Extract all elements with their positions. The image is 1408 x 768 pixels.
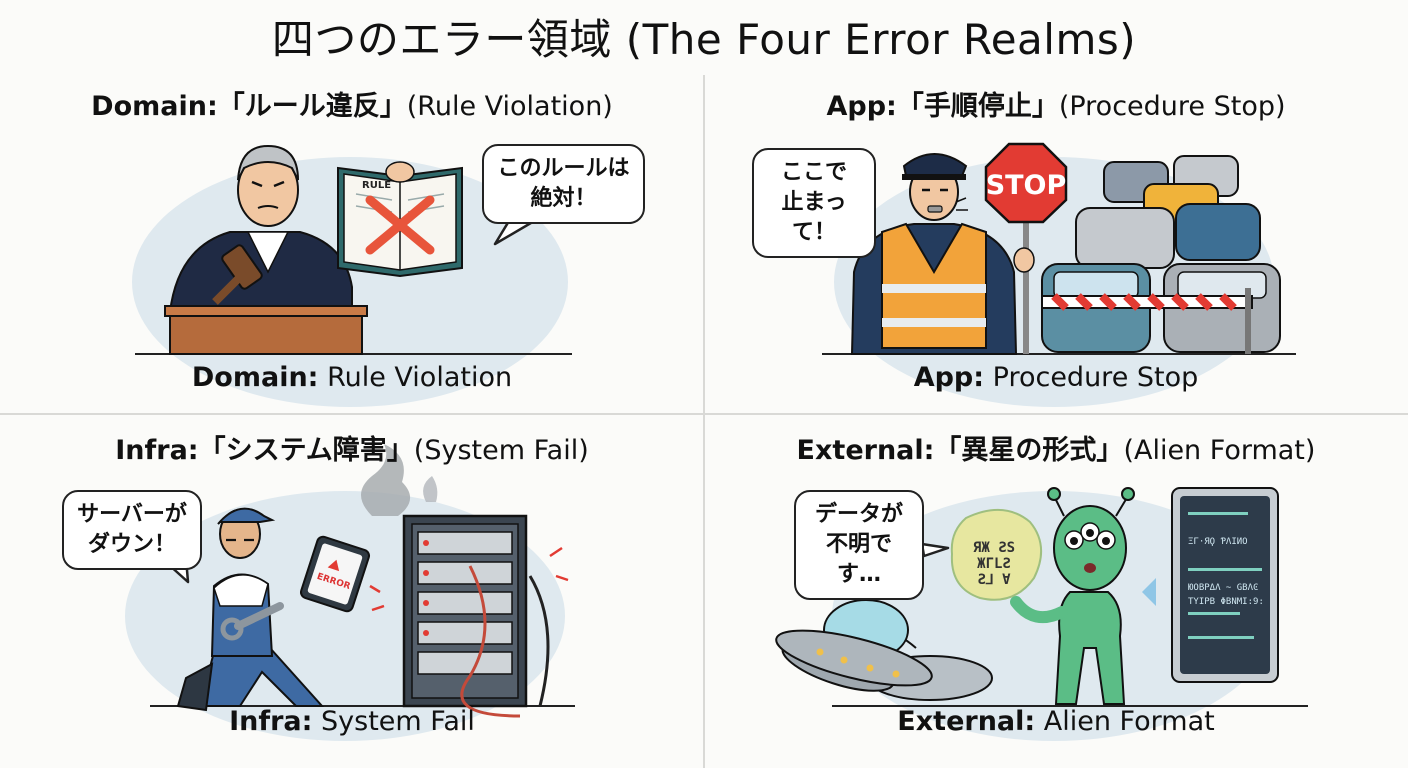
vertical-divider — [703, 75, 705, 768]
panel-heading: Infra:「システム障害」(System Fail) — [115, 435, 589, 466]
speech-bubble: このルールは 絶対！ — [482, 144, 645, 224]
speech-bubble: データが 不明です… — [794, 490, 924, 600]
panel-caption: External: Alien Format — [897, 706, 1215, 737]
panel-app: STOP App:「手順停止」(Procedure Stop) ここで 止まって… — [704, 72, 1408, 417]
glyph-line-3: Ƨ⅃ Ɐ — [977, 572, 1011, 588]
panel-caption: Infra: System Fail — [229, 706, 475, 737]
speech-bubble: ここで 止まって！ — [752, 148, 876, 258]
alien-illustration: ЯЖ ƧЅ ЖΓLƧ Ƨ⅃ Ɐ ΞΓ·ЯϘ ƤΛΙИΟ ЮΟΒΡΔΛ ~ GΒΛ… — [775, 487, 1308, 741]
screen-line-1: ΞΓ·ЯϘ ƤΛΙИΟ — [1188, 537, 1248, 547]
speech-bubble: サーバーが ダウン！ — [62, 490, 202, 570]
traffic-officer-illustration: STOP — [822, 142, 1296, 407]
screen-line-2: ЮΟΒΡΔΛ ~ GΒΛϾ — [1188, 583, 1258, 593]
panel-domain: RULE Domain:「ルール違反」(Rule Violation) このルー… — [0, 72, 704, 417]
panel-heading: External:「異星の形式」(Alien Format) — [796, 435, 1316, 466]
judge-illustration: RULE — [132, 144, 572, 407]
panel-heading: Domain:「ルール違反」(Rule Violation) — [91, 91, 613, 122]
panel-infra: ERROR Infra:「システム障害」(System Fail) サーバーが … — [0, 416, 704, 761]
glyph-line-2: ЖΓLƧ — [977, 556, 1011, 572]
panel-external: ЯЖ ƧЅ ЖΓLƧ Ƨ⅃ Ɐ ΞΓ·ЯϘ ƤΛΙИΟ ЮΟΒΡΔΛ ~ GΒΛ… — [704, 416, 1408, 761]
stop-sign-label: STOP — [986, 170, 1067, 201]
horizontal-divider — [0, 413, 1408, 415]
panel-caption: Domain: Rule Violation — [191, 362, 513, 393]
glyph-line-1: ЯЖ ƧЅ — [973, 540, 1015, 556]
panel-heading: App:「手順停止」(Procedure Stop) — [826, 91, 1286, 122]
book-label: RULE — [362, 180, 391, 191]
panel-caption: App: Procedure Stop — [913, 362, 1199, 393]
page-title: 四つのエラー領域 (The Four Error Realms) — [271, 15, 1137, 64]
screen-line-3: ΤΥΙΡΒ ΦΒΝΜΙ:9: — [1188, 597, 1264, 607]
technician-illustration: ERROR — [125, 444, 575, 741]
